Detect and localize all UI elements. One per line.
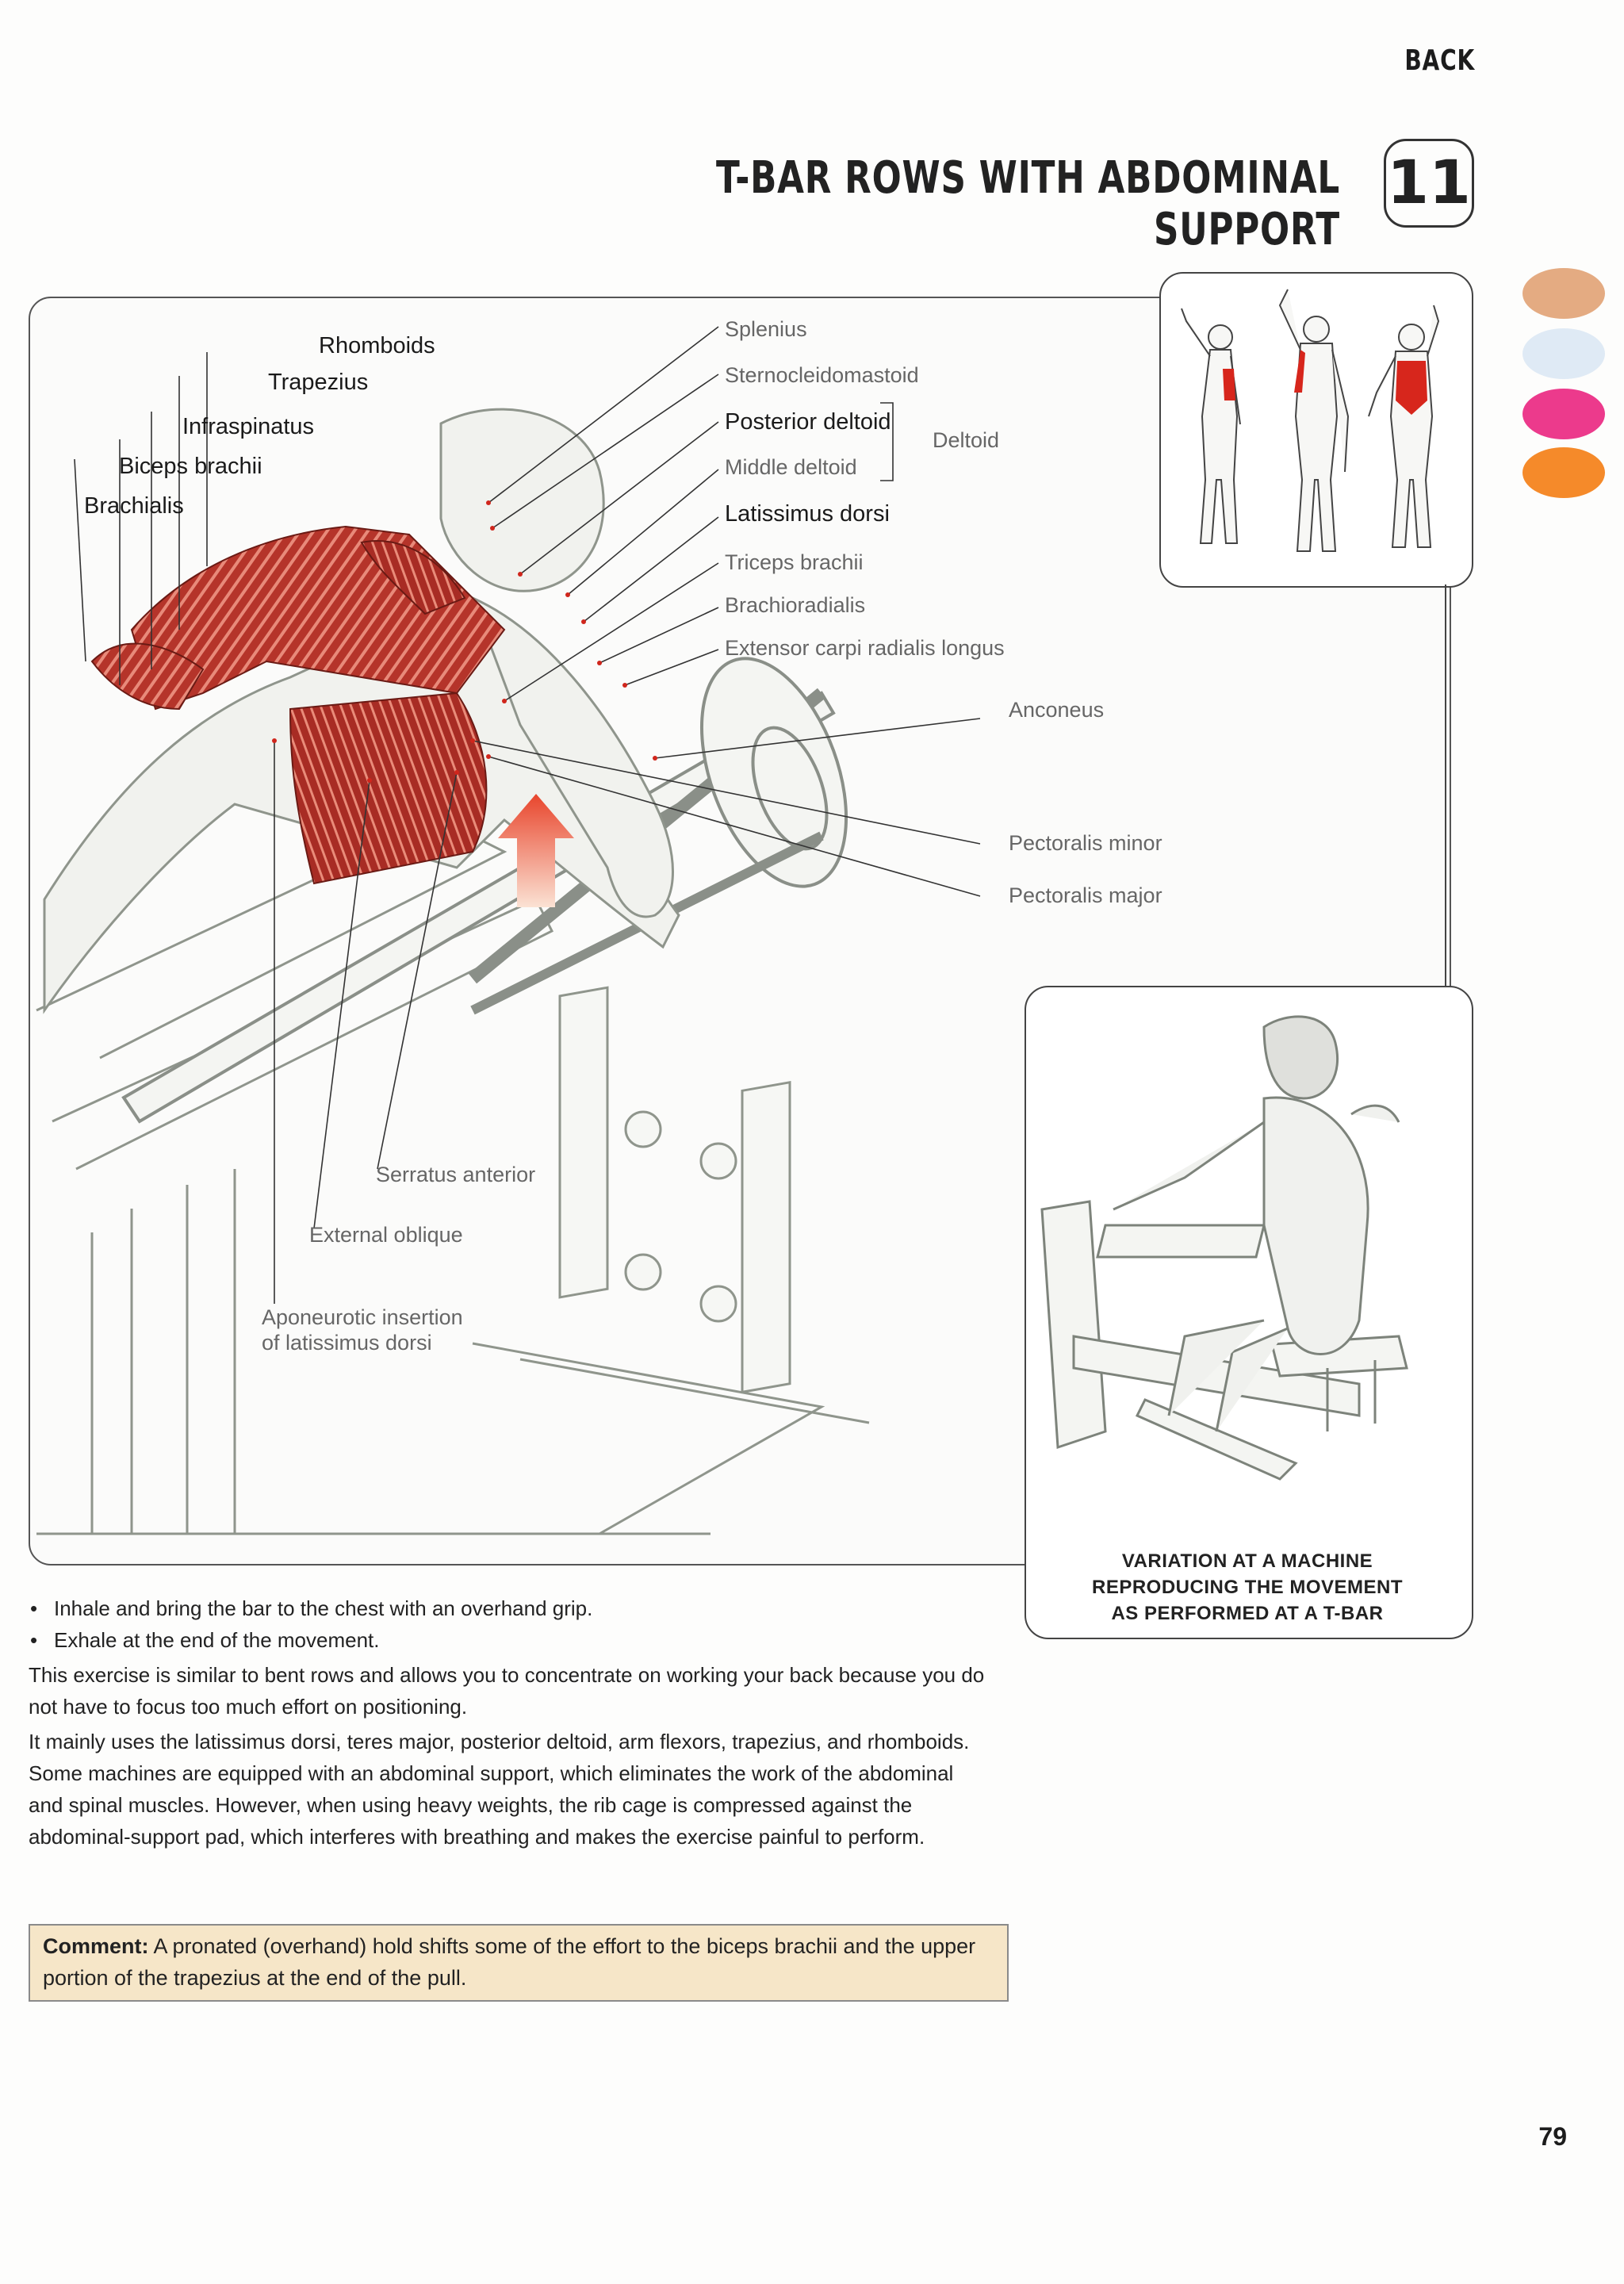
leader-lines: [74, 326, 981, 1304]
variation-caption-line-2: REPRODUCING THE MOVEMENT: [1091, 1577, 1403, 1598]
label-deltoid: Deltoid: [933, 428, 1000, 452]
description-paragraph-2: It mainly uses the latissimus dorsi, ter…: [29, 1730, 970, 1849]
machine-variation-panel: [1025, 986, 1473, 1639]
description-paragraph-1: This exercise is similar to bent rows an…: [29, 1663, 985, 1719]
machine-variation-illustration: [1040, 1015, 1408, 1481]
comment-text: A pronated (overhand) hold shifts some o…: [43, 1934, 976, 1990]
label-infraspinatus: Infraspinatus: [182, 414, 315, 439]
color-tab-light-blue: [1522, 328, 1605, 379]
panel-connector-line: [1445, 584, 1446, 986]
muscle-map-figures: [1181, 289, 1440, 552]
page-title: T-BAR ROWS WITH ABDOMINAL SUPPORT: [716, 152, 1340, 255]
label-aponeurotic-insertion-2: of latissimus dorsi: [262, 1331, 432, 1355]
comment-label: Comment:: [43, 1934, 149, 1958]
t-bar-row-illustration: [36, 326, 981, 1535]
color-tab-pink: [1522, 389, 1605, 439]
label-biceps-brachii: Biceps brachii: [119, 454, 262, 479]
label-brachialis: Brachialis: [84, 493, 184, 519]
label-external-oblique: External oblique: [309, 1223, 463, 1247]
label-posterior-deltoid: Posterior deltoid: [725, 409, 891, 435]
section-label: BACK: [1404, 44, 1475, 77]
label-aponeurotic-insertion-1: Aponeurotic insertion: [262, 1305, 463, 1329]
label-pectoralis-major: Pectoralis major: [1009, 883, 1162, 907]
label-latissimus-dorsi: Latissimus dorsi: [725, 501, 890, 527]
label-middle-deltoid: Middle deltoid: [725, 455, 857, 479]
leader-dots: [272, 500, 657, 783]
label-triceps-brachii: Triceps brachii: [725, 550, 864, 574]
instruction-bullet-2: Exhale at the end of the movement.: [29, 1624, 988, 1656]
variation-caption-line-1: VARIATION AT A MACHINE: [1121, 1550, 1373, 1572]
weight-stand: [558, 986, 791, 1394]
instructions-text: Inhale and bring the bar to the chest wi…: [29, 1592, 988, 1853]
variation-caption: VARIATION AT A MACHINE REPRODUCING THE M…: [1031, 1548, 1464, 1627]
exercise-number-badge: 11: [1384, 139, 1474, 228]
label-brachioradialis: Brachioradialis: [725, 593, 866, 617]
label-extensor-carpi: Extensor carpi radialis longus: [725, 636, 1005, 660]
instruction-bullet-1: Inhale and bring the bar to the chest wi…: [29, 1592, 988, 1624]
instruction-bullets: Inhale and bring the bar to the chest wi…: [29, 1592, 988, 1656]
label-rhomboids: Rhomboids: [319, 333, 435, 358]
label-sternocleidomastoid: Sternocleidomastoid: [725, 363, 919, 387]
color-tab-tan: [1522, 268, 1605, 319]
label-anconeus: Anconeus: [1009, 698, 1105, 722]
muscle-map-panel: [1159, 272, 1473, 588]
variation-caption-line-3: AS PERFORMED AT A T-BAR: [1111, 1603, 1384, 1624]
label-serratus-anterior: Serratus anterior: [376, 1163, 536, 1186]
page-number: 79: [1538, 2122, 1567, 2151]
label-splenius: Splenius: [725, 317, 807, 341]
label-trapezius: Trapezius: [268, 370, 369, 395]
movement-arrow: [498, 794, 574, 907]
color-tab-orange: [1522, 447, 1605, 498]
label-pectoralis-minor: Pectoralis minor: [1009, 831, 1162, 855]
back-muscles: [90, 525, 506, 885]
comment-box: Comment: A pronated (overhand) hold shif…: [29, 1924, 1009, 2002]
